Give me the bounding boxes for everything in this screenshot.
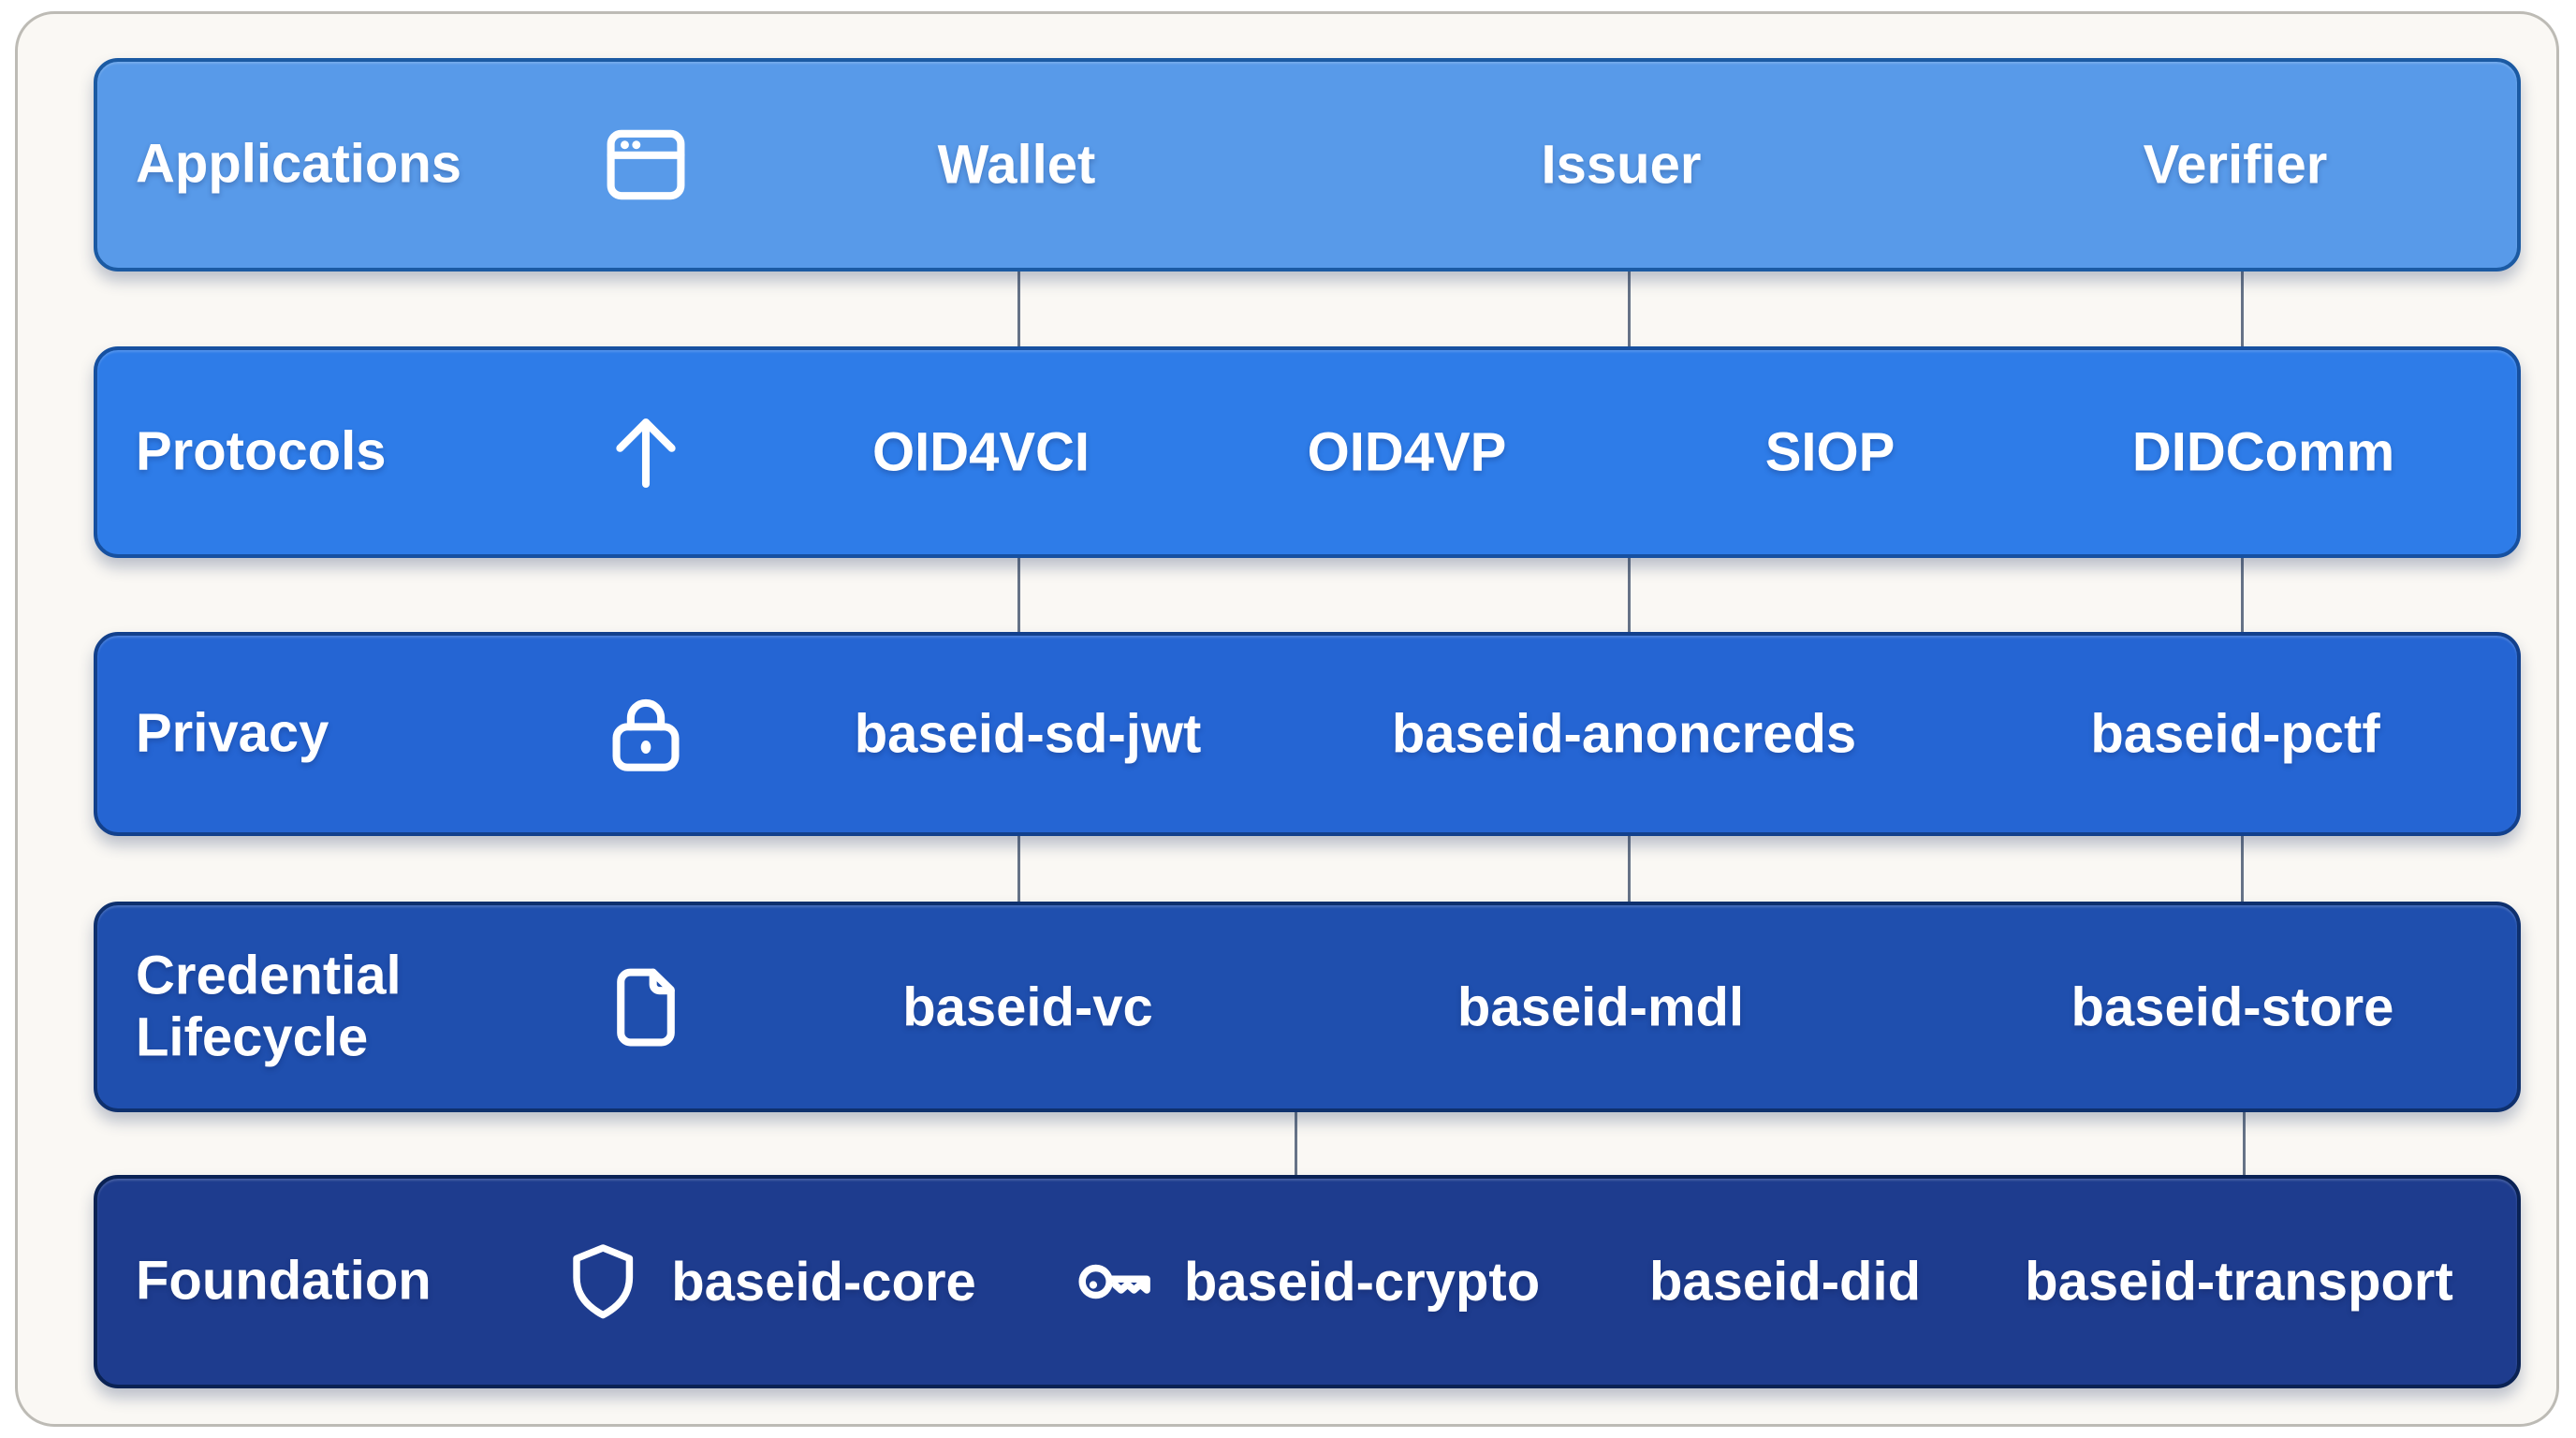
layer-connector-line — [2240, 267, 2244, 351]
layer-item: baseid-core — [559, 1238, 976, 1326]
layer-connector-line — [1017, 267, 1020, 351]
layer-item-label: baseid-anoncreds — [1391, 703, 1857, 765]
layer-label-applications: Applications — [136, 133, 462, 195]
layer-item: Verifier — [2144, 134, 2328, 197]
layer-applications: Applications Wallet Issuer Verifier — [94, 58, 2521, 271]
layer-credential-lifecycle: Credential Lifecycle baseid-vc baseid-mdl… — [94, 902, 2521, 1112]
layer-item: SIOP — [1765, 421, 1895, 484]
layer-privacy: Privacy baseid-sd-jwt baseid-anoncreds bas… — [94, 632, 2521, 836]
layer-connector-line — [1627, 553, 1631, 637]
layer-item-label: OID4VCI — [871, 421, 1090, 483]
layer-item: DIDComm — [2132, 421, 2394, 484]
layer-item-label: baseid-crypto — [1183, 1251, 1541, 1313]
layer-item-label: baseid-core — [671, 1251, 976, 1313]
browser-window-icon — [598, 117, 694, 213]
layer-item: baseid-sd-jwt — [855, 703, 1202, 766]
layer-item: baseid-mdl — [1457, 976, 1744, 1038]
layer-item-label: baseid-transport — [2025, 1251, 2453, 1313]
layer-item: Issuer — [1542, 134, 1702, 197]
layer-connector-line — [1017, 553, 1020, 637]
layer-item: baseid-did — [1649, 1251, 1921, 1313]
layer-connector-line — [1627, 267, 1631, 351]
layer-item-label: OID4VP — [1307, 421, 1507, 483]
layer-item-label: Wallet — [937, 134, 1096, 196]
layer-item: OID4VCI — [872, 421, 1090, 484]
layer-item: baseid-pctf — [2090, 703, 2379, 766]
layer-item: baseid-transport — [2025, 1251, 2453, 1313]
layer-label-protocols: Protocols — [136, 420, 387, 482]
layer-label-privacy: Privacy — [136, 702, 329, 764]
document-icon — [598, 960, 694, 1055]
layer-item: baseid-vc — [902, 976, 1153, 1038]
lock-icon — [598, 686, 694, 782]
layer-label-credential-lifecycle: Credential Lifecycle — [136, 944, 402, 1068]
layer-item-label: baseid-sd-jwt — [854, 703, 1202, 765]
layer-connector-line — [2240, 831, 2244, 906]
layer-item-label: Verifier — [2143, 134, 2328, 196]
layer-connector-line — [1017, 831, 1020, 906]
layer-item: baseid-anoncreds — [1392, 703, 1856, 766]
layer-item: baseid-store — [2071, 976, 2394, 1038]
layer-item: OID4VP — [1308, 421, 1507, 484]
layer-connector-line — [2242, 1108, 2246, 1180]
layer-foundation: Foundation baseid-core baseid-crypto basei… — [94, 1175, 2521, 1388]
layer-connector-line — [1294, 1108, 1297, 1180]
layer-protocols: Protocols OID4VCI OID4VP SIOP DIDComm — [94, 346, 2521, 558]
layer-item: Wallet — [938, 134, 1096, 197]
layer-item-label: baseid-vc — [902, 976, 1153, 1037]
layer-item: baseid-crypto — [1072, 1238, 1540, 1326]
layer-item-label: DIDComm — [2131, 421, 2395, 483]
key-icon — [1072, 1238, 1160, 1326]
layer-connector-line — [2240, 553, 2244, 637]
shield-icon — [559, 1238, 647, 1326]
layer-item-label: SIOP — [1764, 421, 1895, 483]
arrow-up-icon — [598, 404, 694, 500]
layer-item-label: baseid-pctf — [2090, 703, 2380, 765]
layer-connector-line — [1627, 831, 1631, 906]
layer-item-label: baseid-mdl — [1456, 976, 1745, 1037]
layer-label-foundation: Foundation — [136, 1250, 432, 1312]
layer-item-label: baseid-did — [1648, 1251, 1922, 1313]
layer-item-label: Issuer — [1541, 134, 1702, 196]
layer-item-label: baseid-store — [2071, 976, 2394, 1037]
